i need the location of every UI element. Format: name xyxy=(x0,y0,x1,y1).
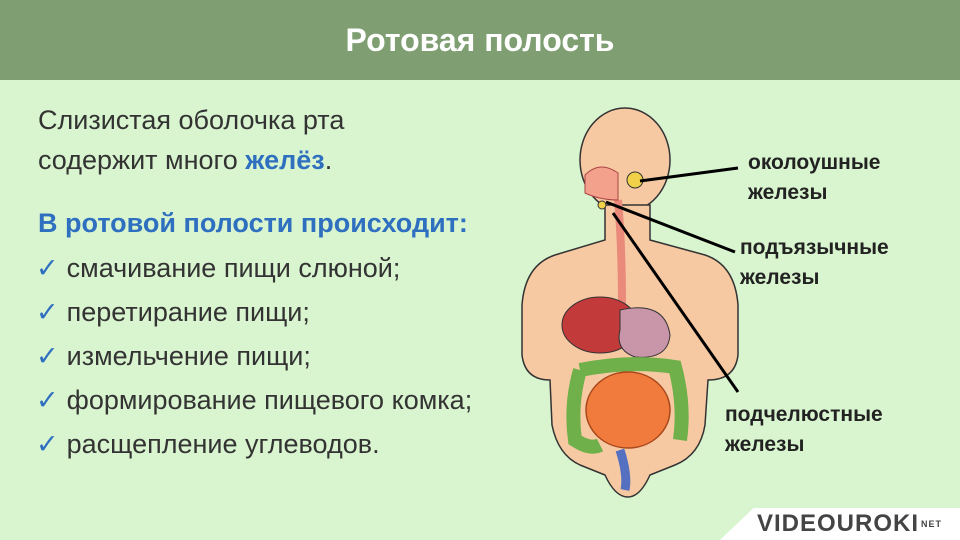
check-icon: ✓ xyxy=(36,385,59,415)
intro-highlight: желёз xyxy=(245,145,325,175)
small-intestine xyxy=(585,371,671,449)
label-parotid: околоушные железы xyxy=(748,151,881,204)
list-item: ✓формирование пищевого комка; xyxy=(36,385,473,415)
list-item: ✓расщепление углеводов. xyxy=(36,429,380,459)
check-icon: ✓ xyxy=(36,253,59,283)
intro-line-2: содержит много желёз. xyxy=(38,140,478,180)
label-sublingual: подъязычные железы xyxy=(740,236,889,289)
intro-line-1: Слизистая оболочка рта xyxy=(38,105,345,135)
list-heading: В ротовой полости происходит: xyxy=(38,208,468,238)
sublingual-gland xyxy=(597,200,607,210)
check-icon: ✓ xyxy=(36,297,59,327)
list-item: ✓смачивание пищи слюной; xyxy=(36,253,401,283)
list-item: ✓измельчение пищи; xyxy=(36,341,311,371)
page-title: Ротовая полость xyxy=(345,21,615,58)
check-icon: ✓ xyxy=(36,341,59,371)
intro-line-2-start: содержит много xyxy=(38,145,246,175)
esophagus xyxy=(614,199,626,306)
list-item: ✓перетирание пищи; xyxy=(36,297,310,327)
rectum xyxy=(615,448,631,491)
slide-header: Ротовая полость xyxy=(0,0,960,80)
intro-text: Слизистая оболочка рта содержит много же… xyxy=(38,100,478,180)
intro-line-2-end: . xyxy=(324,145,333,175)
parotid-gland xyxy=(626,171,644,189)
process-list: ✓смачивание пищи слюной; ✓перетирание пи… xyxy=(36,250,516,470)
check-icon: ✓ xyxy=(36,429,59,459)
mouth-cavity xyxy=(584,166,619,201)
label-submandibular: подчелюстные железы xyxy=(725,403,883,456)
